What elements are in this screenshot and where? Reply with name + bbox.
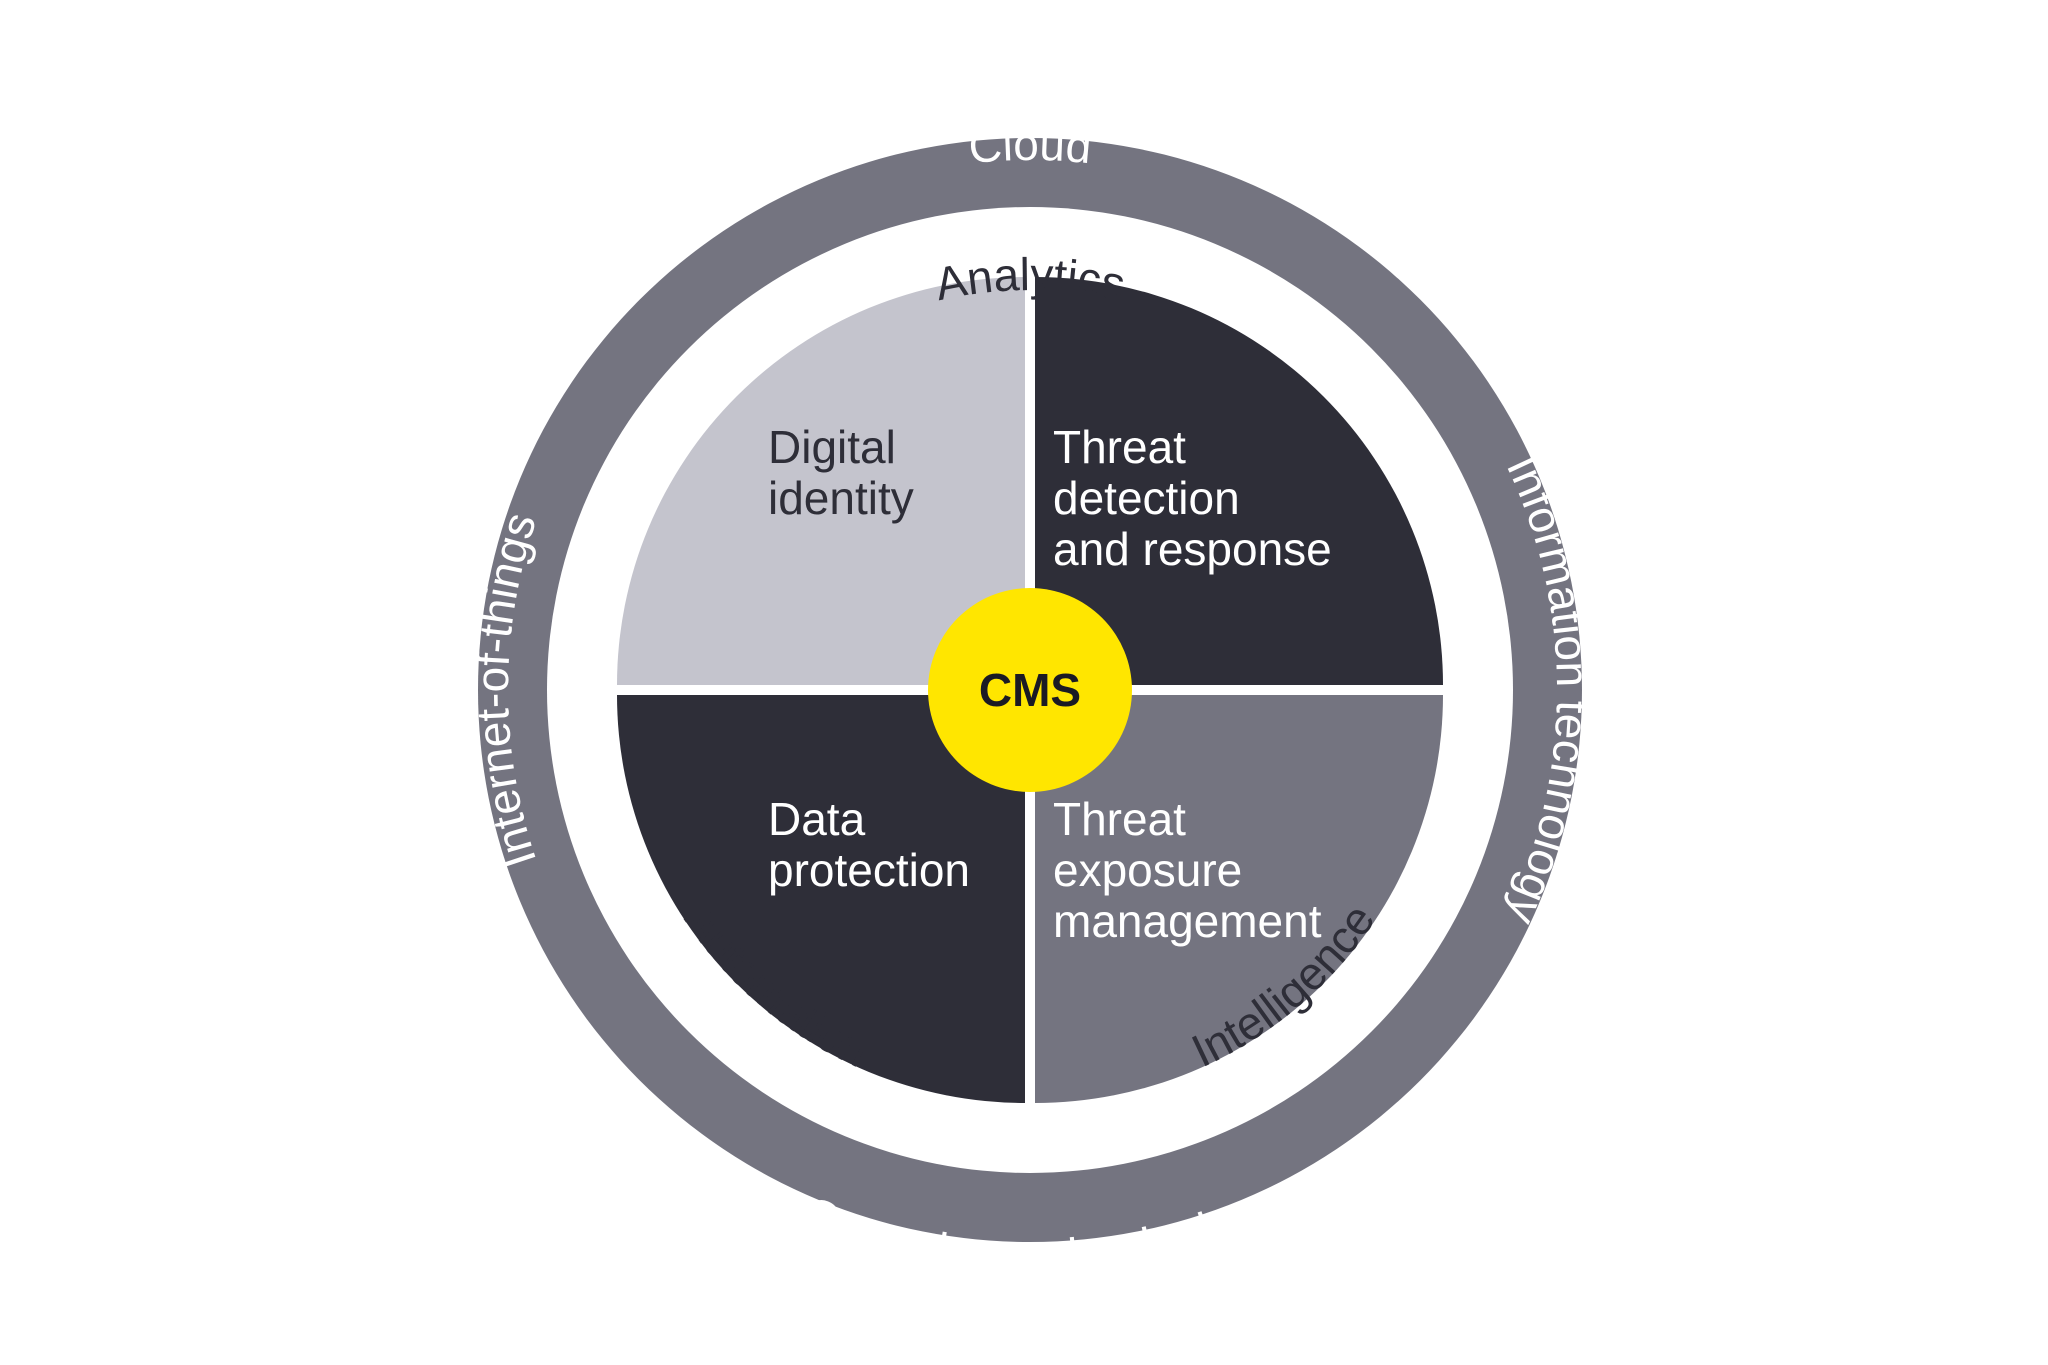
label-threat-exposure: Threat exposure management (1053, 793, 1322, 947)
threat-detection-line3: and response (1053, 523, 1332, 575)
quadrant-data-protection (617, 695, 1025, 1103)
threat-detection-line1: Threat (1053, 421, 1186, 473)
quadrant-threat-detection (1035, 277, 1443, 685)
digital-identity-line2: identity (768, 472, 914, 524)
center-label: CMS (979, 664, 1081, 716)
threat-exposure-line3: management (1053, 895, 1322, 947)
threat-detection-line2: detection (1053, 472, 1240, 524)
data-protection-line2: protection (768, 844, 970, 896)
label-data-protection: Data protection (768, 793, 970, 896)
quadrant-digital-identity (617, 277, 1025, 685)
svg-text:Cloud: Cloud (967, 118, 1094, 173)
threat-exposure-line1: Threat (1053, 793, 1186, 845)
center-circle (928, 588, 1132, 792)
data-protection-line1: Data (768, 793, 866, 845)
label-digital-identity: Digital identity (768, 421, 914, 524)
quadrant-threat-exposure (1035, 695, 1443, 1103)
threat-exposure-line2: exposure (1053, 844, 1242, 896)
digital-identity-line1: Digital (768, 421, 896, 473)
outer-ring-top-label: Cloud (967, 118, 1094, 173)
label-threat-detection: Threat detection and response (1053, 421, 1332, 575)
